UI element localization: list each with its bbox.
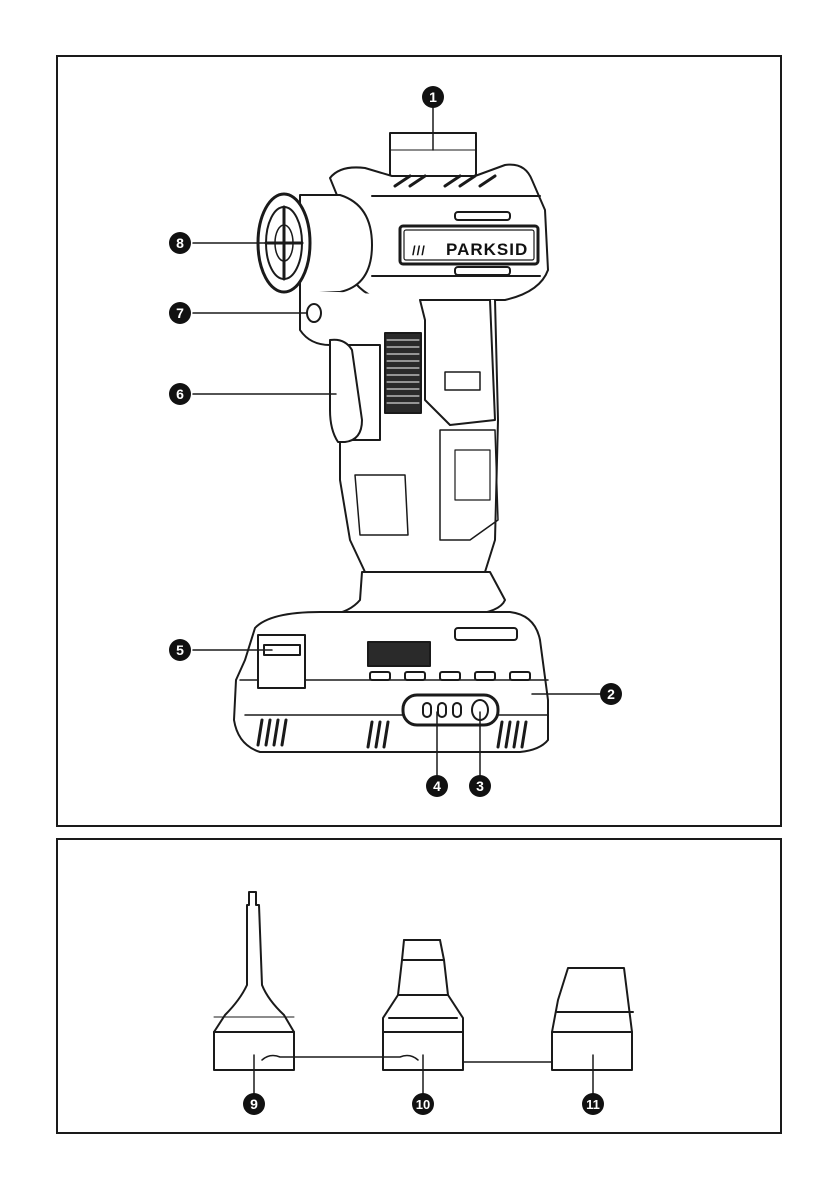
trigger [330, 340, 362, 442]
svg-text:2: 2 [607, 686, 615, 702]
svg-text:11: 11 [586, 1097, 600, 1112]
callout-badge-9: 9 [243, 1093, 265, 1115]
svg-text:3: 3 [476, 778, 484, 794]
svg-text:9: 9 [250, 1096, 258, 1112]
svg-text:6: 6 [176, 386, 184, 402]
svg-text:4: 4 [433, 778, 441, 794]
accessory-needle-adapter [214, 892, 294, 1070]
callout-badge-5: 5 [169, 639, 191, 661]
callout-badge-3: 3 [469, 775, 491, 797]
svg-text:10: 10 [416, 1097, 430, 1112]
svg-text:5: 5 [176, 642, 184, 658]
callout-badge-2: 2 [600, 683, 622, 705]
callout-badge-7: 7 [169, 302, 191, 324]
grip-vent [385, 333, 421, 413]
callout-badge-8: 8 [169, 232, 191, 254]
accessory-cone-adapter [383, 940, 463, 1070]
brand-label: PARKSID [446, 240, 528, 259]
svg-text:7: 7 [176, 305, 184, 321]
svg-text:1: 1 [429, 89, 437, 105]
handle-base [330, 572, 505, 615]
callout-badge-6: 6 [169, 383, 191, 405]
callout-badge-1: 1 [422, 86, 444, 108]
battery-pack [234, 612, 548, 752]
callout-badge-11: 11 [582, 1093, 604, 1115]
svg-text:8: 8 [176, 235, 184, 251]
callout-badge-4: 4 [426, 775, 448, 797]
brand-slashes: /// [412, 243, 426, 258]
lock-button [307, 304, 321, 322]
callout-badge-10: 10 [412, 1093, 434, 1115]
